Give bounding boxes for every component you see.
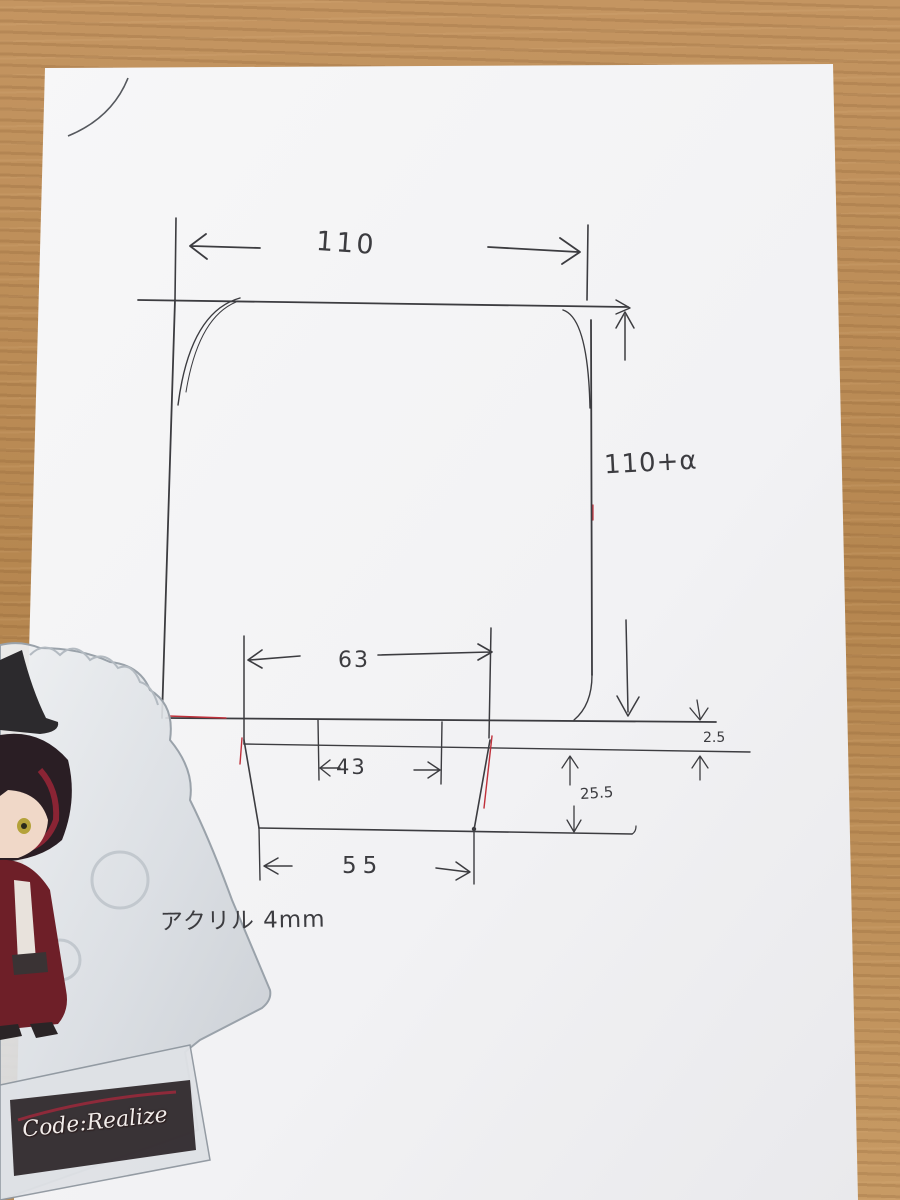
slot-depth-arrow-down [689, 699, 709, 721]
corner-curve-top-left [177, 297, 241, 406]
red-pencil-marks [167, 504, 594, 809]
corner-curve-top-left-inner [185, 301, 237, 393]
dimension-label-right-height: 110+α [603, 445, 699, 481]
character-boots [30, 1022, 58, 1038]
right-edge-line [590, 319, 593, 676]
acrylic-bubble-ring [90, 850, 150, 910]
bottom-edge-line [165, 717, 717, 723]
arrow-left-55 [263, 857, 293, 875]
arrow-right-55 [435, 861, 471, 881]
corner-curve-bottom-right [573, 674, 593, 721]
dimension-label-slot-width: 43 [336, 755, 367, 779]
chibi-character [0, 650, 72, 1040]
dimension-line-top-right-extension [586, 224, 589, 301]
character-top-hat [0, 650, 59, 734]
tab-height-arrow-down [566, 805, 582, 833]
tab-bottom-line [258, 827, 633, 835]
dimension-label-top-width: 110 [314, 225, 378, 262]
tab-left-slant [243, 739, 260, 829]
dimension-line-top-left-extension [174, 217, 177, 301]
arrow-right-43 [413, 761, 441, 779]
dimension-label-bottom-width: 55 [342, 853, 384, 879]
dimension-label-upper-tab-width: 63 [338, 648, 370, 673]
arrow-right-63 [377, 643, 493, 661]
arrow-left-43 [319, 759, 341, 777]
slot-line [243, 743, 751, 753]
dimension-label-tab-height: 25.5 [579, 782, 614, 804]
left-edge-line [161, 299, 176, 719]
tab-bottom-return [631, 825, 637, 835]
arrow-left-110 [189, 233, 261, 260]
acrylic-stand-photo [0, 642, 272, 1200]
height-arrow-lower [625, 619, 629, 713]
slot-right-tick [440, 721, 443, 785]
paper-fold-mark [67, 77, 129, 137]
corner-curve-top-right [562, 309, 591, 409]
arrow-left-63 [247, 649, 301, 669]
material-note: アクリル 4mm [159, 906, 326, 936]
tab-right-slant [473, 739, 491, 831]
dimension-label-slot-depth: 2.5 [703, 730, 726, 746]
pencil-drawing [137, 217, 751, 885]
top-edge-line [137, 299, 629, 308]
tab-corner-dot [471, 826, 477, 832]
slot-left-tick [317, 719, 320, 781]
tab-height-arrow-up [561, 755, 579, 786]
arrow-right-110 [487, 237, 581, 265]
acrylic-scallop-edge [29, 646, 159, 706]
tab-right-extension [488, 627, 492, 739]
slot-depth-arrow-up [691, 755, 709, 781]
top-right-arrowhead [615, 299, 631, 315]
bottom-left-extension [258, 827, 261, 881]
logo-banner [10, 1080, 196, 1176]
